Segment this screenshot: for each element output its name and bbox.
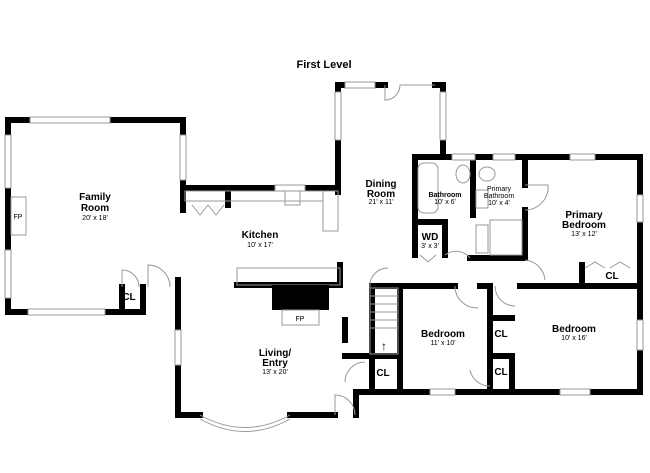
- svg-text:13' x 12': 13' x 12': [571, 231, 597, 238]
- svg-text:21' x 11': 21' x 11': [368, 199, 393, 206]
- closet-door[interactable]: [121, 269, 140, 288]
- closet-label: CL: [494, 367, 507, 378]
- room-kitchen: Kitchen 10' x 17': [242, 230, 279, 249]
- door[interactable]: [524, 184, 549, 211]
- windows: [4, 81, 644, 432]
- entry-door[interactable]: [334, 394, 356, 416]
- svg-text:10' x 4': 10' x 4': [488, 200, 510, 207]
- bay-window: [199, 414, 291, 428]
- svg-text:20' x 18': 20' x 18': [82, 215, 108, 222]
- room-primary-bedroom: Primary Bedroom 13' x 12': [562, 210, 606, 238]
- closet-label: CL: [494, 329, 507, 340]
- room-dining: Dining Room 21' x 11': [365, 179, 396, 206]
- stair-door[interactable]: [369, 267, 389, 289]
- closet-label: CL: [122, 292, 135, 303]
- fireplace-family: [10, 196, 27, 236]
- pantry-door[interactable]: [191, 204, 225, 216]
- closet-door[interactable]: [344, 361, 366, 383]
- fixtures: ↑: [10, 162, 523, 355]
- staircase[interactable]: ↑: [369, 287, 399, 355]
- room-primary-bathroom: Primary Bathroom 10' x 4': [484, 186, 515, 207]
- svg-text:Bedroom: Bedroom: [421, 329, 465, 340]
- room-wd: WD 3' x 3': [421, 232, 439, 250]
- closet-label: CL: [605, 271, 618, 282]
- doors: [121, 84, 631, 416]
- svg-text:Room: Room: [81, 203, 109, 214]
- closet-door[interactable]: [469, 369, 491, 387]
- plan-title: First Level: [296, 59, 351, 71]
- door[interactable]: [454, 285, 479, 309]
- sink-icon: [475, 189, 489, 209]
- svg-text:Room: Room: [367, 189, 395, 200]
- door[interactable]: [444, 250, 471, 259]
- closet-door[interactable]: [584, 261, 631, 269]
- arrow-up-icon: ↑: [381, 339, 387, 353]
- toilet-icon: [455, 164, 471, 184]
- svg-text:10' x 6': 10' x 6': [434, 199, 456, 206]
- svg-text:Primary: Primary: [487, 186, 512, 193]
- room-bathroom: Bathroom 10' x 6': [428, 192, 461, 206]
- svg-text:Living/: Living/: [259, 348, 291, 359]
- room-labels: Family Room 20' x 18' FP CL Kitchen 10' …: [14, 179, 619, 379]
- walls: [5, 82, 643, 418]
- svg-text:13' x 20': 13' x 20': [262, 369, 288, 376]
- svg-text:10' x 16': 10' x 16': [561, 335, 587, 342]
- svg-text:Primary: Primary: [565, 210, 603, 221]
- svg-text:Dining: Dining: [365, 179, 396, 190]
- svg-text:Family: Family: [79, 192, 111, 203]
- fireplace-label: FP: [14, 214, 23, 221]
- svg-text:10' x 17': 10' x 17': [247, 242, 273, 249]
- svg-text:Kitchen: Kitchen: [242, 230, 279, 241]
- svg-text:11' x 10': 11' x 10': [430, 340, 455, 347]
- door[interactable]: [524, 259, 546, 281]
- door[interactable]: [384, 84, 435, 101]
- wd-door[interactable]: [419, 254, 437, 263]
- toilet-icon: [478, 166, 496, 182]
- door[interactable]: [494, 285, 516, 307]
- bathtub: [417, 162, 439, 214]
- fireplace-hearth: [272, 285, 329, 310]
- room-bedroom-2: Bedroom 10' x 16': [552, 324, 596, 342]
- fireplace-label: FP: [296, 316, 305, 323]
- room-family: Family Room 20' x 18': [79, 192, 111, 222]
- svg-text:Bedroom: Bedroom: [562, 220, 606, 231]
- room-bedroom-1: Bedroom 11' x 10': [421, 329, 465, 347]
- door[interactable]: [147, 264, 171, 288]
- svg-text:Entry: Entry: [262, 358, 288, 369]
- svg-text:Bathroom: Bathroom: [428, 192, 461, 199]
- svg-text:WD: WD: [422, 232, 439, 243]
- sink-icon: [284, 190, 301, 206]
- svg-text:3' x 3': 3' x 3': [421, 243, 439, 250]
- svg-text:Bedroom: Bedroom: [552, 324, 596, 335]
- shower: [489, 219, 523, 256]
- room-living-entry: Living/ Entry 13' x 20': [259, 348, 291, 376]
- closet-label: CL: [376, 368, 389, 379]
- svg-text:Bathroom: Bathroom: [484, 193, 515, 200]
